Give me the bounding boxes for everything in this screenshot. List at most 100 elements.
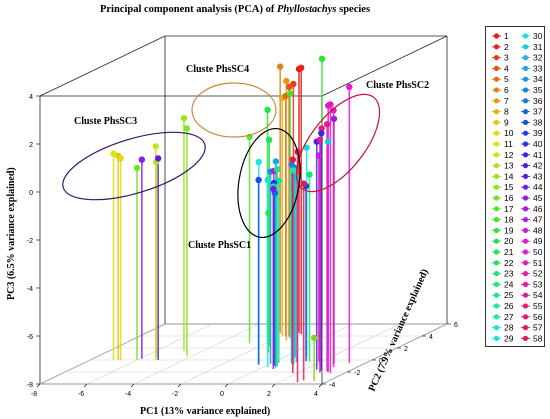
legend-marker	[493, 292, 500, 298]
legend-marker	[493, 141, 500, 147]
data-points	[110, 55, 353, 341]
cluster-label: Cluste PhsSC3	[74, 116, 137, 127]
legend-label: 33	[533, 63, 543, 73]
scatter-point	[180, 115, 188, 122]
scatter-point	[255, 176, 262, 184]
z-tick-label: -4	[27, 286, 33, 293]
x-axis-label: PC1 (13% variance explained)	[140, 406, 270, 417]
y-tick-label: 4	[429, 334, 433, 341]
x-tick-label: -6	[78, 391, 84, 398]
legend-label: 40	[533, 139, 543, 149]
legend-marker	[493, 238, 500, 244]
legend-label: 5	[504, 74, 509, 84]
scatter-point	[315, 152, 323, 159]
z-tick-label: -2	[27, 238, 33, 245]
legend-marker	[522, 195, 529, 201]
cluster-label: Cluste PhsSC2	[366, 80, 429, 91]
legend-label: 26	[504, 301, 514, 311]
legend-label: 48	[533, 225, 543, 235]
grid-line	[227, 323, 354, 385]
legend-label: 44	[533, 182, 543, 192]
legend-label: 17	[504, 204, 514, 214]
legend-label: 53	[533, 279, 543, 289]
legend-label: 7	[504, 96, 509, 106]
y-tick-label: 2	[404, 346, 408, 353]
legend-label: 56	[533, 312, 543, 322]
scatter-point	[283, 77, 290, 85]
legend-marker	[522, 33, 529, 39]
legend-marker	[522, 260, 529, 266]
legend-marker	[493, 76, 500, 82]
scatter-point	[323, 121, 331, 128]
scatter-point	[318, 55, 326, 62]
cluster-ellipse	[295, 93, 381, 193]
scatter-point	[264, 106, 271, 114]
scatter-point	[306, 171, 313, 178]
legend-marker	[493, 260, 500, 266]
legend-label: 27	[504, 312, 514, 322]
legend-marker	[522, 141, 529, 147]
legend-label: 14	[504, 171, 514, 181]
legend-marker	[522, 271, 529, 277]
legend-label: 29	[504, 333, 514, 343]
legend-label: 30	[533, 31, 543, 41]
legend-marker	[522, 249, 529, 255]
legend-marker	[493, 119, 500, 125]
grid-line	[321, 323, 448, 385]
legend-label: 55	[533, 301, 543, 311]
z-tick-label: 2	[29, 142, 33, 149]
legend-label: 50	[533, 247, 543, 257]
legend-marker	[522, 227, 529, 233]
legend-label: 38	[533, 117, 543, 127]
legend-marker	[493, 152, 500, 158]
scatter-point	[330, 115, 338, 123]
x-tick-mark	[318, 383, 323, 388]
scatter-point	[138, 156, 146, 163]
grid-line	[86, 323, 213, 385]
z-tick-label: -6	[27, 334, 33, 341]
legend-marker	[522, 184, 529, 190]
legend-label: 39	[533, 128, 543, 138]
legend-label: 13	[504, 161, 514, 171]
box-edge	[39, 35, 166, 97]
legend-marker	[522, 238, 529, 244]
cluster-ellipse	[237, 127, 301, 239]
legend-label: 4	[504, 63, 509, 73]
scatter-point	[310, 334, 318, 341]
x-tick-label: 0	[220, 391, 224, 398]
scatter-point	[274, 166, 281, 173]
y-axis-label: PC2 (7.9% variance explained)	[367, 267, 431, 393]
legend-marker	[522, 65, 529, 71]
cluster-label: Cluste PhsSC1	[188, 240, 251, 251]
grid-line	[180, 323, 307, 385]
legend-label: 12	[504, 150, 514, 160]
legend-label: 58	[533, 333, 543, 343]
scatter-point	[270, 185, 277, 193]
x-tick-label: 4	[314, 391, 318, 398]
x-tick-mark	[271, 383, 276, 388]
legend-label: 16	[504, 193, 514, 203]
z-tick-label: -8	[27, 382, 33, 389]
legend-marker	[522, 303, 529, 309]
legend-marker	[493, 303, 500, 309]
legend-label: 15	[504, 182, 514, 192]
y-tick-label: 6	[454, 322, 458, 329]
scatter-point	[346, 83, 353, 91]
scatter-point	[133, 164, 141, 172]
legend-label: 45	[533, 193, 543, 203]
x-tick-mark	[177, 383, 182, 388]
scatter-point	[264, 176, 271, 184]
chart-title: Principal component analysis (PCA) of Ph…	[99, 4, 371, 15]
x-tick-mark	[36, 383, 41, 388]
legend-label: 22	[504, 258, 514, 268]
scatter-point	[327, 101, 334, 108]
scatter-point	[255, 158, 262, 166]
legend-label: 11	[504, 139, 513, 149]
legend-marker	[522, 163, 529, 169]
scatter-point	[275, 177, 282, 184]
legend-label: 49	[533, 236, 543, 246]
scatter-point	[265, 209, 272, 217]
legend-label: 10	[504, 128, 514, 138]
legend-marker	[522, 130, 529, 136]
